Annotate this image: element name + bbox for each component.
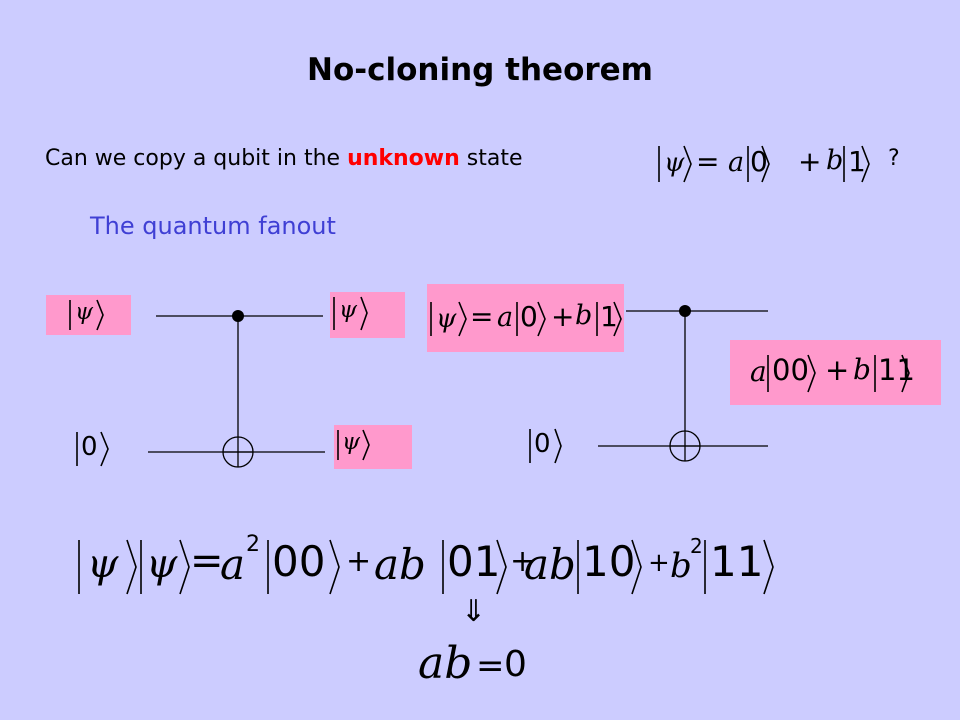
box-a: a bbox=[497, 302, 514, 333]
ancilla-zero-left: 0 bbox=[81, 432, 98, 462]
eq-a-exponent: 2 bbox=[246, 532, 260, 557]
result-equals: = bbox=[476, 646, 505, 686]
implies-arrow-icon: ⇓ bbox=[461, 594, 487, 629]
eq-plus-2: + bbox=[510, 544, 536, 579]
box-b: b bbox=[575, 300, 593, 331]
eq-b: b bbox=[670, 546, 692, 586]
box-psi: ψ bbox=[436, 304, 457, 334]
output-psi-top: ψ bbox=[339, 297, 358, 323]
eq-psi-2: ψ bbox=[146, 541, 178, 587]
box-plus: + bbox=[551, 300, 575, 333]
box-ket0: 0 bbox=[520, 300, 538, 333]
question-prefix: Can we copy a qubit in the bbox=[45, 146, 348, 171]
section-label: The quantum fanout bbox=[90, 212, 336, 240]
eq-ket11: 11 bbox=[710, 537, 764, 586]
eq-ab-1: ab bbox=[374, 540, 426, 589]
eq-ket01: 01 bbox=[447, 537, 501, 586]
question-ket1: 1 bbox=[848, 145, 866, 178]
result-zero: 0 bbox=[504, 644, 527, 685]
eq-psi-1: ψ bbox=[87, 541, 119, 587]
question-b: b bbox=[826, 145, 844, 176]
output-psi-bottom: ψ bbox=[342, 429, 361, 455]
eq-a: a bbox=[220, 540, 246, 589]
entangled-ket11: 11 bbox=[878, 353, 915, 387]
question-plus: + bbox=[798, 145, 822, 178]
eq-plus-1: + bbox=[346, 544, 372, 579]
question-highlight: unknown bbox=[347, 146, 460, 171]
question-text: Can we copy a qubit in the unknown state bbox=[45, 146, 523, 171]
output-psi-box-bottom bbox=[334, 425, 412, 469]
box-ket1: 1 bbox=[600, 300, 618, 333]
question-ket0: 0 bbox=[750, 145, 768, 178]
result-ab: ab bbox=[418, 638, 473, 689]
entangled-ket00: 00 bbox=[772, 353, 809, 387]
circuit1-control-dot bbox=[232, 310, 244, 322]
eq-b-exponent: 2 bbox=[690, 534, 703, 558]
eq-equals: = bbox=[190, 538, 224, 584]
entangled-plus: + bbox=[825, 353, 850, 387]
question-psi: ψ bbox=[664, 148, 685, 178]
eq-ket00: 00 bbox=[272, 537, 326, 586]
entangled-a: a bbox=[750, 355, 767, 388]
input-psi-box bbox=[46, 295, 131, 335]
input-psi: ψ bbox=[75, 299, 94, 325]
output-psi-box-top bbox=[330, 292, 405, 338]
output-entangled-box bbox=[730, 340, 941, 405]
question-eq: = bbox=[696, 145, 720, 178]
question-suffix: state bbox=[459, 146, 523, 171]
question-a: a bbox=[728, 147, 745, 178]
eq-plus-3: + bbox=[648, 548, 670, 578]
ancilla-zero-right: 0 bbox=[534, 429, 551, 459]
entangled-b: b bbox=[853, 353, 871, 386]
eq-ab-2: ab bbox=[524, 540, 576, 589]
circuit2-control-dot bbox=[679, 305, 691, 317]
question-mark: ? bbox=[888, 146, 900, 171]
box-eq: = bbox=[470, 300, 494, 333]
input-superposition-box bbox=[427, 284, 624, 352]
eq-ket10: 10 bbox=[582, 537, 636, 586]
slide-title: No-cloning theorem bbox=[307, 52, 653, 88]
